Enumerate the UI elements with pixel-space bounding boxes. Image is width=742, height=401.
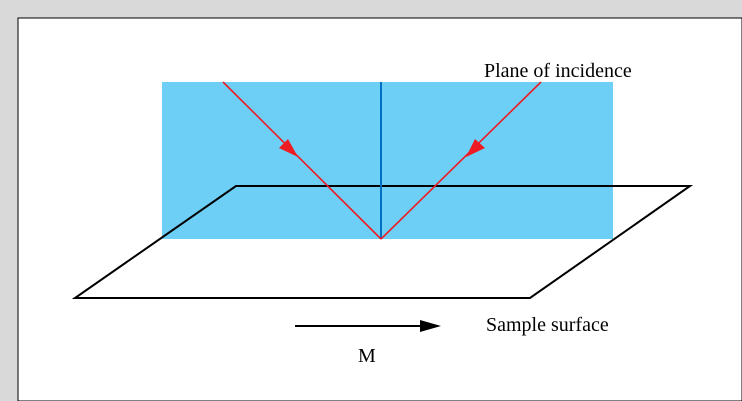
plane-of-incidence <box>162 82 613 239</box>
sample-surface <box>71 185 694 299</box>
reflected-ray-arrowhead <box>466 139 485 157</box>
magnetization-arrowhead <box>420 320 441 332</box>
incident-ray <box>222 81 382 240</box>
sample-surface-label: Sample surface <box>486 314 609 336</box>
magnetization-label: M <box>358 345 376 367</box>
plane-of-incidence-label: Plane of incidence <box>484 60 632 82</box>
reflected-ray <box>380 81 542 240</box>
incident-ray-arrowhead <box>279 139 298 157</box>
